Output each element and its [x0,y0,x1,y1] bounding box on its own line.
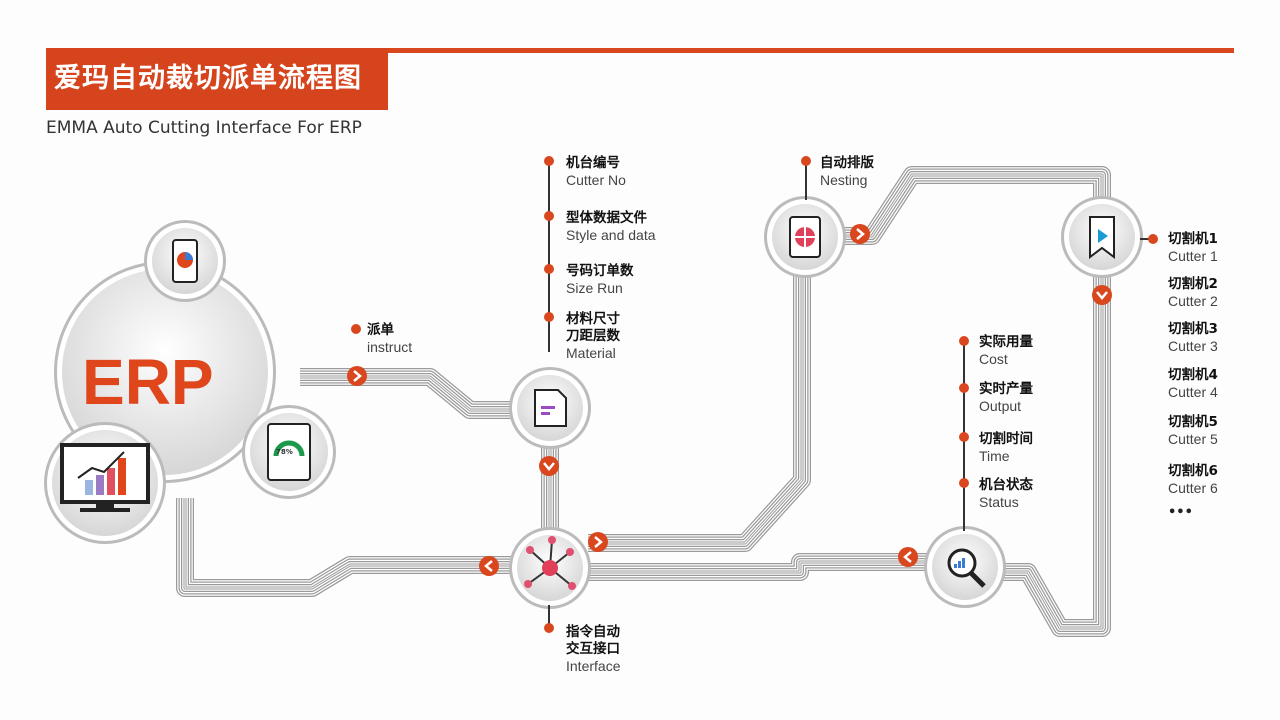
bullet [351,324,361,334]
pipe-interface-to-nesting [588,275,811,552]
bullet [801,156,811,166]
bullet [959,432,969,442]
gauge-value: 78% [276,448,293,456]
arrow-down-icon [539,456,559,476]
page-title: 爱玛自动裁切派单流程图 [46,48,388,110]
arrow-left-icon [479,556,499,576]
tablet-gauge-icon [267,423,311,481]
bullet [1148,234,1158,244]
page-subtitle: EMMA Auto Cutting Interface For ERP [46,118,362,138]
bullet [544,312,554,322]
bullet [544,264,554,274]
connector-line [1140,238,1152,240]
arrow-down-icon [1092,285,1112,305]
document-node [509,367,591,449]
arrow-right-icon [588,532,608,552]
interface-node [509,527,591,609]
bullet [959,336,969,346]
bullet [959,478,969,488]
bullet [959,383,969,393]
arrow-left-icon [898,547,918,567]
pipe-erp-to-document [300,368,515,419]
monitor-chart-icon [60,443,150,504]
nesting-node [764,196,846,278]
pipe-cutter-to-monitor [1003,275,1111,637]
cutter-node [1061,196,1143,278]
bullet [544,156,554,166]
connector-line [805,162,807,200]
arrow-right-icon [347,366,367,386]
pipe-interface-to-erp [176,498,512,597]
more-cutters: ••• [1168,505,1193,520]
analysis-node [924,526,1006,608]
bullet [544,211,554,221]
monitor-node [44,422,166,544]
tablet-gauge-node [242,405,336,499]
bullet [544,623,554,633]
pipe-monitor-to-interface [588,553,928,581]
header-rule [388,48,1234,53]
network-icon [542,560,558,576]
erp-label: ERP [82,346,214,418]
arrow-right-icon [850,224,870,244]
connector-line [548,605,550,627]
connector-line [548,162,550,352]
tablet-chart-node [144,220,226,302]
